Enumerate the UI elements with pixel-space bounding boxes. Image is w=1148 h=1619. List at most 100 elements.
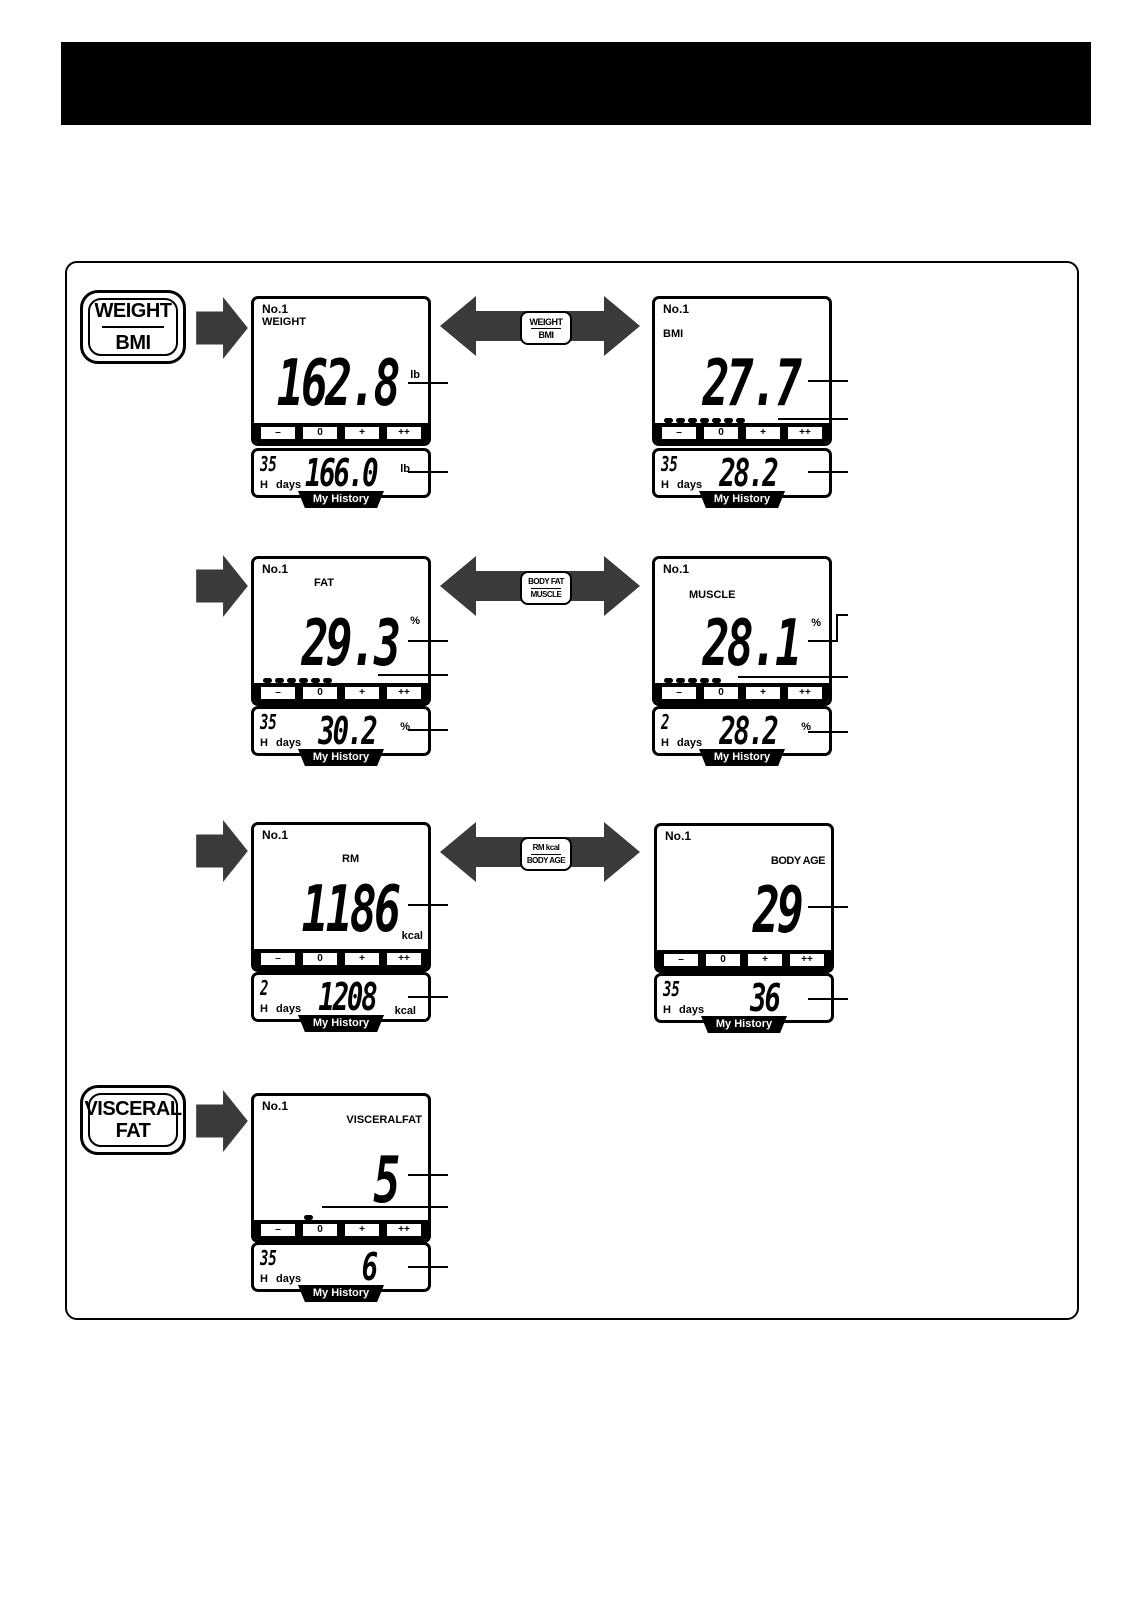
level-segment — [724, 418, 733, 423]
history-unit: lb — [400, 463, 410, 475]
callout-line — [408, 996, 448, 998]
scale-minus: – — [662, 427, 696, 439]
level-scale: – 0 + ++ — [657, 950, 831, 970]
level-segment — [700, 678, 709, 683]
level-indicator — [664, 418, 745, 423]
bmi-display-screen: No.1 BMI 27.7 – 0 + ++ — [652, 296, 832, 446]
scale-plusplus: ++ — [387, 687, 421, 699]
callout-line — [408, 729, 448, 731]
unit-label: kcal — [401, 930, 423, 942]
user-number: No.1 — [663, 302, 690, 316]
history-reading: 28.2 — [719, 709, 779, 753]
history-days-count: 35 — [260, 1246, 277, 1270]
scale-plusplus: ++ — [788, 687, 822, 699]
level-segment — [287, 678, 296, 683]
level-segment — [676, 678, 685, 683]
mode-label: MUSCLE — [689, 589, 736, 601]
visceral-fat-button[interactable]: VISCERAL FAT — [80, 1085, 186, 1155]
history-days-label: days — [276, 737, 302, 749]
weight-bmi-button[interactable]: WEIGHT BMI — [80, 290, 186, 364]
history-reading: 1208 — [318, 975, 378, 1019]
level-segment — [275, 678, 284, 683]
level-segment — [688, 678, 697, 683]
history-reading: 36 — [750, 976, 781, 1020]
history-h-label: H — [661, 737, 669, 749]
arrow-right-icon — [196, 820, 248, 882]
visceral-fat-history-panel: 35 H days 6 My History — [251, 1242, 431, 1302]
callout-line — [836, 614, 838, 642]
user-number: No.1 — [262, 828, 289, 842]
user-number: No.1 — [663, 562, 690, 576]
button-label-top: WEIGHT — [94, 300, 173, 322]
arrow-right-icon — [196, 555, 248, 617]
weight-history-panel: 35 H days 166.0 lb My History — [251, 448, 431, 508]
main-reading: 162.8 — [277, 347, 401, 421]
scale-plus: + — [748, 954, 782, 966]
button-label-bottom: BMI — [115, 332, 151, 354]
history-unit: % — [801, 721, 811, 733]
callout-line — [808, 380, 848, 382]
button-divider — [102, 326, 164, 328]
level-scale: – 0 + ++ — [655, 683, 829, 703]
level-scale: – 0 + ++ — [655, 423, 829, 443]
history-h-label: H — [260, 1273, 268, 1285]
user-number: No.1 — [262, 1099, 289, 1113]
callout-line — [738, 676, 848, 678]
callout-line — [808, 640, 838, 642]
my-history-tab: My History — [701, 1016, 787, 1033]
main-reading: 29 — [752, 874, 804, 948]
history-days-count: 2 — [260, 976, 269, 1000]
weight-bmi-toggle-label: WEIGHT BMI — [520, 311, 572, 345]
fat-display-screen: No.1 FAT 29.3 % – 0 + ++ — [251, 556, 431, 706]
level-segment — [712, 678, 721, 683]
scale-zero: 0 — [303, 953, 337, 965]
scale-minus: – — [261, 1224, 295, 1236]
level-scale: – 0 + ++ — [254, 1220, 428, 1240]
history-days-count: 2 — [661, 710, 670, 734]
level-scale: – 0 + ++ — [254, 423, 428, 443]
bmi-history-panel: 35 H days 28.2 My History — [652, 448, 832, 508]
toggle-bottom: BMI — [538, 329, 555, 340]
history-days-label: days — [276, 479, 302, 491]
body-age-history-panel: 35 H days 36 My History — [654, 973, 834, 1033]
level-segment — [700, 418, 709, 423]
level-segment — [311, 678, 320, 683]
mode-label: RM — [342, 853, 360, 865]
history-h-label: H — [260, 1003, 268, 1015]
level-segment — [263, 678, 272, 683]
callout-line — [836, 614, 848, 616]
my-history-tab: My History — [298, 749, 384, 766]
button-label-line1: VISCERAL — [84, 1098, 182, 1120]
callout-line — [408, 1266, 448, 1268]
history-days-count: 35 — [260, 452, 277, 476]
unit-label: lb — [410, 369, 420, 381]
callout-line — [408, 1174, 448, 1176]
callout-line — [408, 904, 448, 906]
scale-zero: 0 — [303, 427, 337, 439]
history-days-count: 35 — [663, 977, 680, 1001]
my-history-tab: My History — [699, 749, 785, 766]
level-segment — [736, 418, 745, 423]
my-history-tab: My History — [298, 1285, 384, 1302]
main-reading: 29.3 — [301, 607, 400, 681]
mode-label: VISCERALFAT — [346, 1114, 422, 1126]
scale-zero: 0 — [303, 687, 337, 699]
scale-minus: – — [261, 687, 295, 699]
scale-plus: + — [345, 1224, 379, 1236]
history-unit: kcal — [394, 1005, 416, 1017]
my-history-tab: My History — [298, 1015, 384, 1032]
mode-label: FAT — [314, 577, 334, 589]
button-label-line2: FAT — [115, 1120, 151, 1142]
level-segment — [664, 418, 673, 423]
main-reading: 1186 — [301, 873, 400, 947]
user-number: No.1 — [262, 302, 289, 316]
level-segment — [688, 418, 697, 423]
toggle-top: BODY FAT — [528, 576, 564, 586]
scale-plus: + — [345, 687, 379, 699]
history-unit: % — [400, 721, 410, 733]
unit-label: % — [410, 615, 420, 627]
level-indicator — [304, 1215, 313, 1220]
scale-plusplus: ++ — [790, 954, 824, 966]
history-h-label: H — [260, 737, 268, 749]
callout-line — [808, 906, 848, 908]
